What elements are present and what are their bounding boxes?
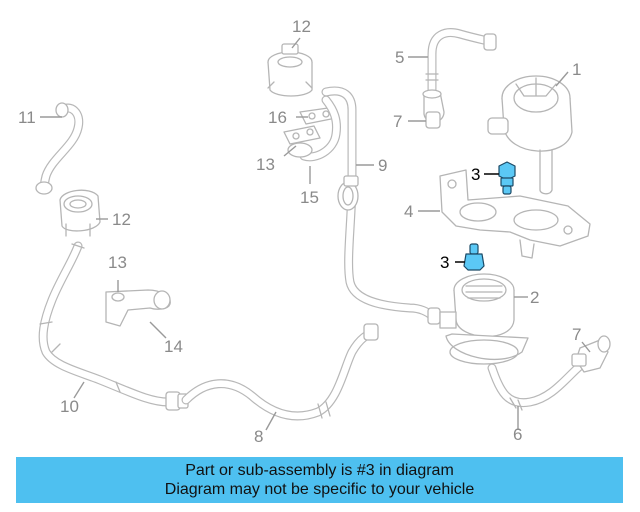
part-12-top: [267, 43, 313, 97]
part-15-pipe: [287, 95, 341, 162]
callout-3-upper[interactable]: 3: [471, 165, 480, 184]
parts-diagram: 1 2 3 3 4 5 6 7 7 8 9 10 11 12 12 13 13 …: [18, 17, 611, 446]
pipe-9: [321, 86, 441, 325]
hose-6: [487, 361, 585, 411]
pipe-5: [425, 28, 497, 95]
part-14-left: [105, 289, 171, 327]
callout-1: 1: [572, 60, 581, 79]
callout-12-top: 12: [292, 17, 311, 36]
leader-lines: [40, 37, 591, 431]
callout-8: 8: [254, 427, 263, 446]
callout-2: 2: [530, 288, 539, 307]
bracket-4: [439, 169, 591, 259]
callout-13-left: 13: [108, 253, 127, 272]
callout-16: 16: [268, 108, 287, 127]
callout-12-left: 12: [112, 210, 131, 229]
part-7-bottom: [571, 335, 611, 373]
hose-10: [38, 241, 189, 411]
callout-7-bottom: 7: [572, 325, 581, 344]
callout-10: 10: [60, 397, 79, 416]
callout-5: 5: [395, 48, 404, 67]
part-12-left: [59, 189, 101, 237]
hose-8: [181, 323, 379, 421]
callout-11: 11: [18, 108, 36, 127]
callout-9: 9: [378, 156, 387, 175]
banner-line-1: Part or sub-assembly is #3 in diagram: [185, 462, 454, 479]
pump-2: [439, 273, 529, 365]
part-3-upper-highlight[interactable]: [498, 161, 516, 195]
part-3-lower-highlight[interactable]: [463, 243, 485, 271]
pump-1: [487, 75, 573, 195]
callout-4: 4: [404, 202, 413, 221]
callout-7-top: 7: [393, 112, 402, 131]
callout-14: 14: [164, 337, 183, 356]
part-7-top: [422, 89, 445, 129]
callout-6: 6: [513, 425, 522, 444]
callout-3-lower[interactable]: 3: [440, 253, 449, 272]
callout-15: 15: [300, 188, 319, 207]
callout-13-top: 13: [256, 155, 275, 174]
banner-line-2: Diagram may not be specific to your vehi…: [164, 481, 475, 498]
gasket-13-top: [283, 125, 321, 145]
hose-11: [35, 102, 84, 195]
callout-labels: 1 2 3 3 4 5 6 7 7 8 9 10 11 12 12 13 13 …: [18, 17, 581, 446]
info-banner: Part or sub-assembly is #3 in diagram Di…: [16, 457, 623, 503]
